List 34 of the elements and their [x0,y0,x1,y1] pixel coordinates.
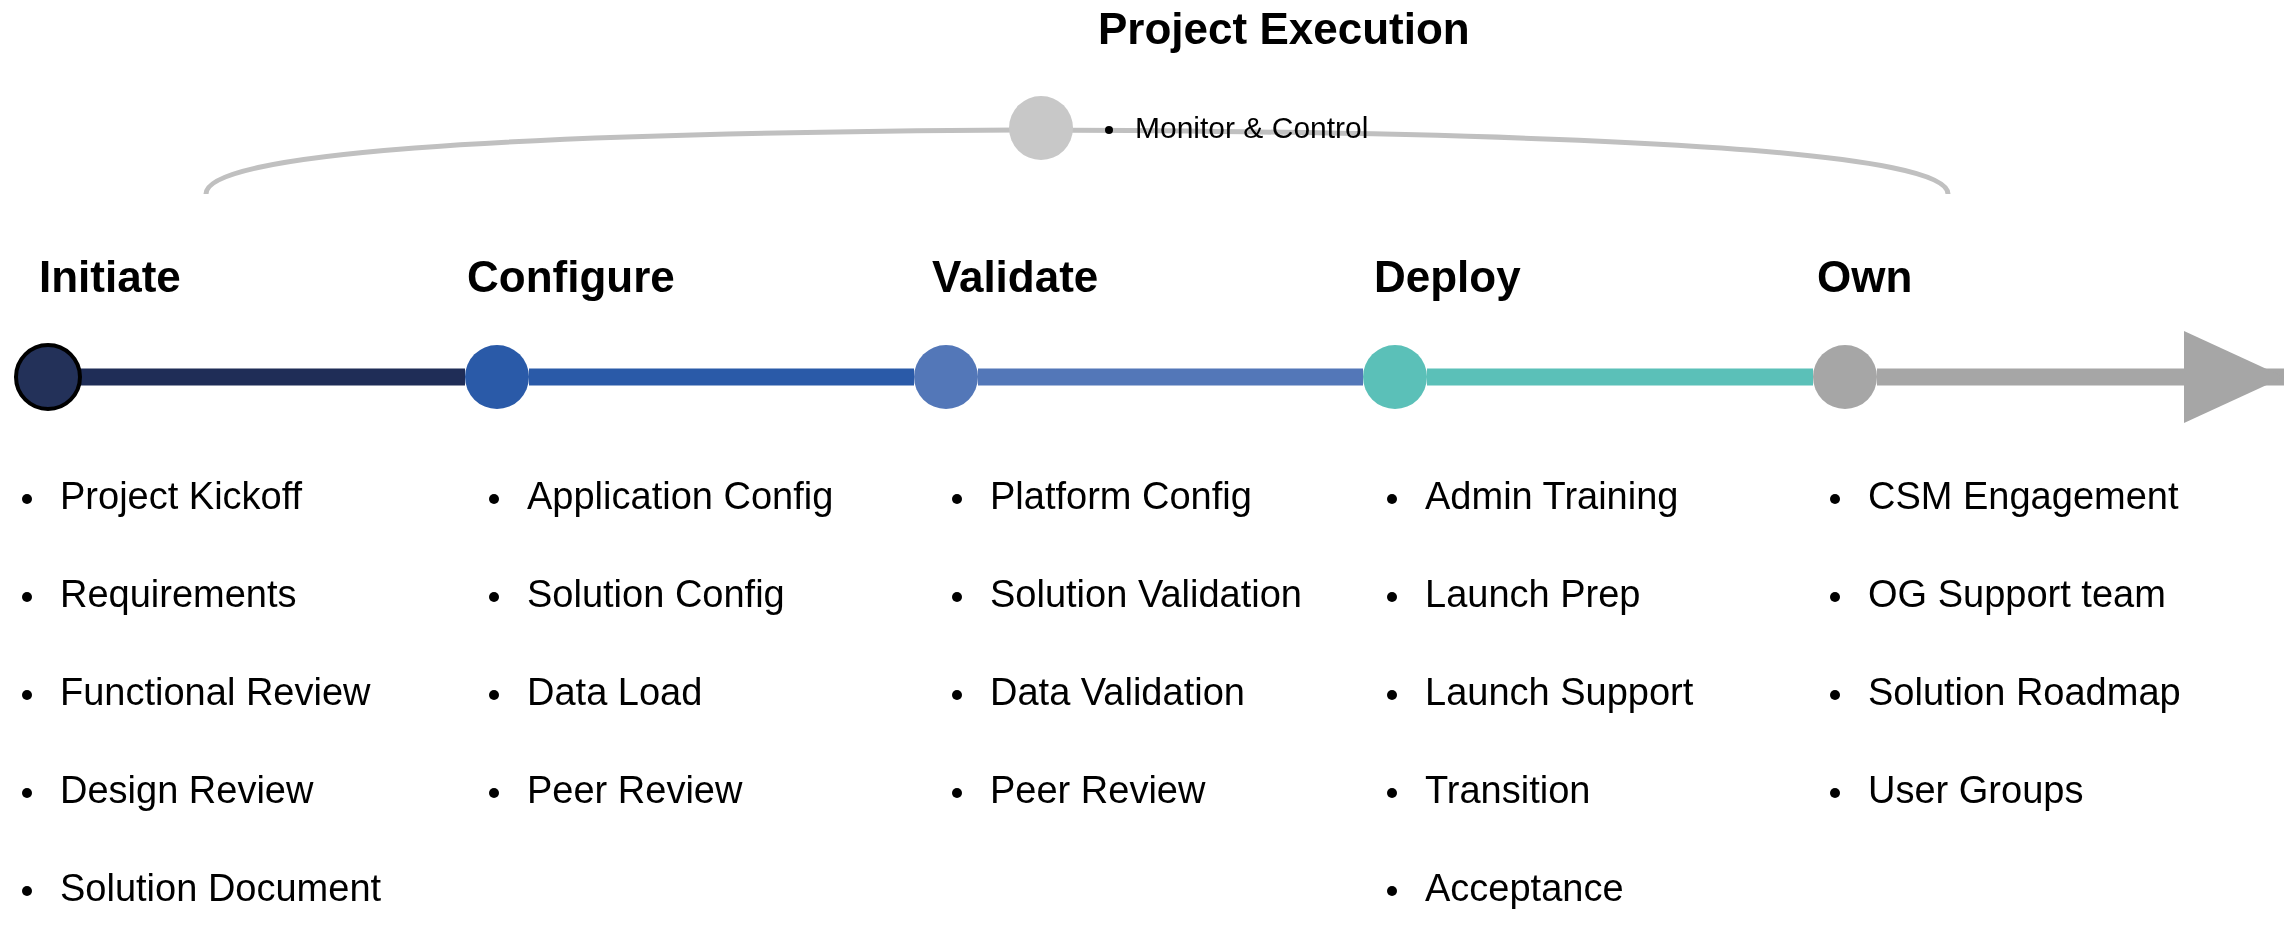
connector-line [529,368,914,386]
bullet-text: Data Validation [990,671,1245,713]
connector-line [978,368,1363,386]
bullet-text: Monitor & Control [1135,111,1369,144]
phase-heading: Validate [932,252,1099,303]
bullet-text: Launch Prep [1425,573,1641,615]
bullet-text: Peer Review [990,769,1206,811]
bullet-text: Solution Roadmap [1868,671,2181,713]
connector-line [80,368,465,386]
bullet-text: Peer Review [527,769,743,811]
bullet-text: Acceptance [1425,867,1624,909]
connector-line [1427,368,1813,386]
phase-heading: Deploy [1374,252,1521,303]
bullet-text: Platform Config [990,475,1252,517]
bullet-text: OG Support team [1868,573,2166,615]
bullet-text: Requirements [60,573,297,615]
bullet-text: Project Kickoff [60,475,303,517]
bullet-text: Design Review [60,769,314,811]
arrow [1877,331,2284,423]
bullet-text: Data Load [527,671,703,713]
phase-heading: Own [1817,252,1913,303]
phase-heading: Initiate [39,252,181,303]
bullet-text: Solution Validation [990,573,1302,615]
bullet-text: Admin Training [1425,475,1679,517]
phase-heading: Project Execution [1098,4,1470,55]
bullet-text: Solution Config [527,573,785,615]
bullet-text: Solution Document [60,867,382,909]
bullet-text: Application Config [527,475,834,517]
bullet-text: Transition [1425,769,1591,811]
bullet-text: User Groups [1868,769,2084,811]
bullet-text: Functional Review [60,671,371,713]
bullet-text: Launch Support [1425,671,1694,713]
bullet-text: CSM Engagement [1868,475,2179,517]
phase-heading: Configure [467,252,675,303]
